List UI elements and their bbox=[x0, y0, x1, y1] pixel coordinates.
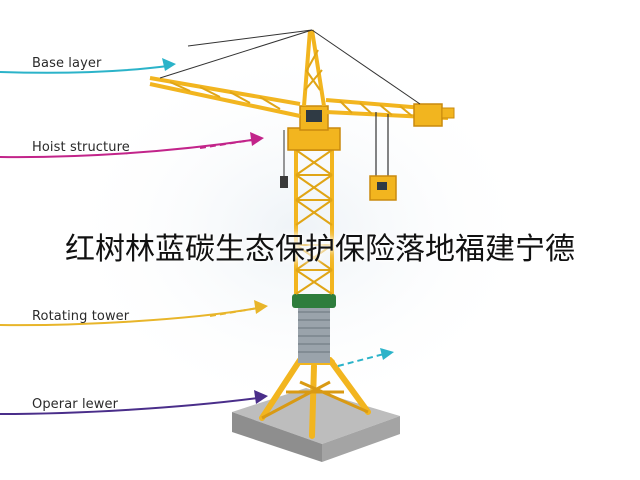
background-halo bbox=[60, 40, 540, 420]
label-operar-lewer: Operar lewer bbox=[32, 397, 119, 412]
tower-crane-illustration bbox=[149, 29, 455, 462]
label-base-layer: Base layer bbox=[32, 56, 102, 71]
label-rotating-tower: Rotating tower bbox=[32, 309, 130, 324]
overlay-title: 红树林蓝碳生态保护保险落地福建宁德 bbox=[65, 232, 575, 267]
label-hoist-structure: Hoist structure bbox=[32, 140, 130, 155]
arrow-icon bbox=[0, 58, 394, 415]
